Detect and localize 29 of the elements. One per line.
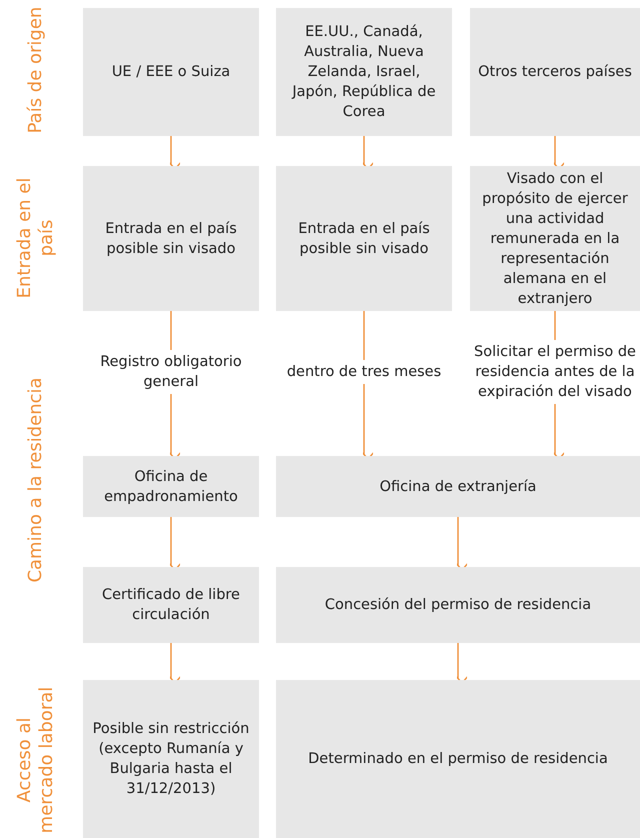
process-box [276, 680, 640, 838]
process-box [83, 567, 259, 643]
box-text: Posible sin restricción (excepto Rumanía y Bulgaria hasta el 31/12/2013) [92, 720, 250, 799]
box-text: Entrada en el país posible sin visado [297, 220, 431, 258]
process-box [276, 567, 640, 643]
box-text: Oficina de extranjería [380, 478, 536, 496]
box-text: Entrada en el país posible sin visado [104, 220, 238, 258]
row-heading: Camino a la residencia [25, 376, 47, 585]
edge-label: Solicitar el permiso de residencia antes de la expiración del visado [472, 340, 638, 404]
box-text: Oficina de empadronamiento [103, 468, 239, 506]
row-heading: País de origen [25, 6, 47, 135]
process-box [470, 8, 640, 136]
row-heading: Entrada en el país [14, 176, 58, 300]
box-text: Determinado en el permiso de residencia [308, 750, 608, 769]
box-text: Concesión del permiso de residencia [324, 596, 592, 615]
box-text: Certificado de libre circulación [101, 586, 241, 625]
process-box [83, 456, 259, 517]
process-box [83, 166, 259, 311]
process-box [470, 166, 640, 311]
box-text: Visado con el propósito de ejercer una actividad remunerada en la representación alemana en el extranjero [481, 170, 629, 308]
box-text: EE.UU., Canadá, Australia, Nueva Zelanda, Israel, Japón, República de Corea [290, 23, 437, 122]
box-text: UE / EEE o Suiza [112, 63, 230, 82]
box-text: Otros terceros países [478, 63, 632, 82]
process-box [83, 680, 259, 838]
process-box [276, 8, 452, 136]
process-box [276, 456, 640, 517]
process-box [83, 8, 259, 136]
process-box [276, 166, 452, 311]
row-heading: Acceso al mercado laboral [14, 686, 58, 836]
